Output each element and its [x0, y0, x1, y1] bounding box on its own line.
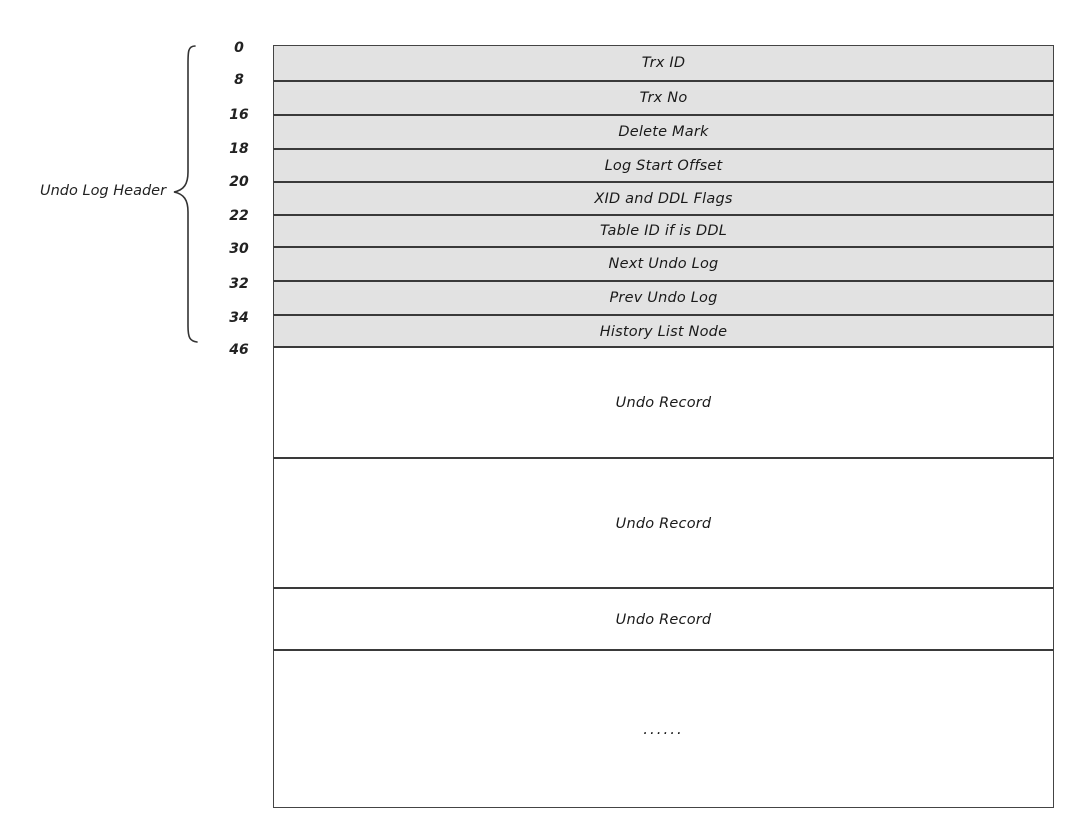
- offset-label: 22: [229, 208, 249, 224]
- field-xid-ddl-flags: XID and DDL Flags: [273, 181, 1054, 214]
- field-prev-undo-log: Prev Undo Log: [273, 280, 1054, 314]
- more-records-ellipsis: ......: [273, 649, 1054, 807]
- offset-label: 34: [229, 310, 249, 326]
- undo-log-header-label: Undo Log Header: [40, 183, 167, 199]
- field-log-start-offset: Log Start Offset: [273, 148, 1054, 181]
- field-next-undo-log: Next Undo Log: [273, 246, 1054, 280]
- offset-label: 46: [229, 342, 249, 358]
- offset-label: 18: [229, 141, 249, 157]
- offset-label: 0: [234, 40, 244, 56]
- header-brace: [173, 45, 198, 343]
- undo-record: Undo Record: [273, 346, 1054, 458]
- offset-label: 20: [229, 174, 249, 190]
- field-trx-no: Trx No: [273, 80, 1054, 114]
- offset-label: 30: [229, 241, 249, 257]
- field-history-list-node: History List Node: [273, 314, 1054, 347]
- field-table-id: Table ID if is DDL: [273, 214, 1054, 246]
- field-delete-mark: Delete Mark: [273, 114, 1054, 148]
- offset-label: 8: [234, 72, 244, 88]
- offset-label: 32: [229, 276, 249, 292]
- offset-label: 16: [229, 107, 249, 123]
- undo-record: Undo Record: [273, 457, 1054, 588]
- field-trx-id: Trx ID: [273, 46, 1054, 80]
- undo-record: Undo Record: [273, 587, 1054, 650]
